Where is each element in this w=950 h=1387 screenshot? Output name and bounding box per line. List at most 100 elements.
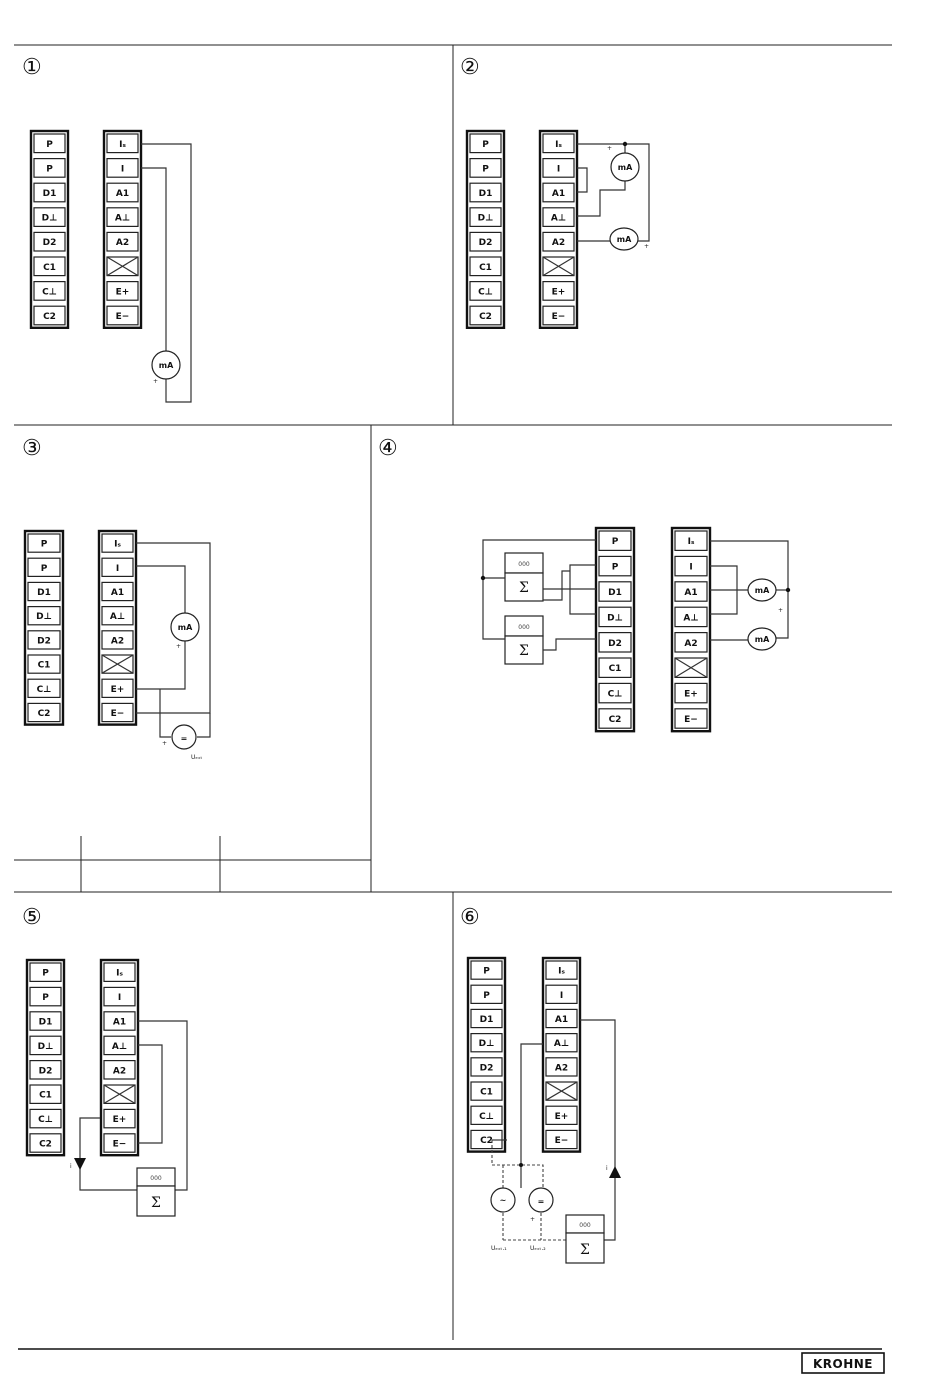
terminal-cell: [598, 657, 632, 678]
terminal-cell: [27, 557, 61, 578]
panel-4-number: ④: [378, 436, 398, 461]
terminal-cell: [33, 182, 66, 203]
dc-source-icon: [528, 1187, 554, 1213]
terminal-label: A1: [552, 189, 565, 199]
terminal-label: A2: [113, 1066, 126, 1076]
milliammeter-label: mA: [617, 235, 632, 244]
terminal-label: P: [46, 140, 53, 150]
junction-dot: [785, 587, 791, 593]
terminal-cell: [674, 631, 708, 653]
terminal-label: A2: [684, 639, 697, 649]
terminal-cell: [542, 231, 575, 252]
terminal-strip-frame: [594, 526, 636, 733]
terminal-cell: [470, 1057, 503, 1077]
milliammeter-label: mA: [178, 623, 193, 632]
terminal-label: P: [612, 537, 619, 547]
terminal-label: D1: [608, 588, 622, 598]
terminal-strip-frame: [29, 129, 70, 330]
terminal-label: D⊥: [479, 1039, 495, 1049]
terminal-label: D1: [39, 1018, 53, 1028]
plus-sign: +: [176, 643, 181, 650]
terminal-cell: [545, 1105, 578, 1125]
terminal-label: Iₛ: [688, 537, 695, 547]
terminal-cell: [27, 702, 61, 723]
terminal-label: C⊥: [42, 287, 57, 297]
terminal-cell: [103, 1059, 136, 1080]
terminal-label: D1: [43, 189, 57, 199]
terminal-strip-frame: [102, 129, 143, 330]
terminal-cell: [469, 207, 502, 228]
terminal-label: E−: [555, 1136, 569, 1146]
terminal-cell: [469, 305, 502, 326]
terminal-cell: [674, 708, 708, 729]
junction-dot: [480, 575, 486, 581]
terminal-label: A2: [116, 238, 129, 248]
terminal-label: I: [116, 564, 119, 574]
terminal-cell: [33, 305, 66, 326]
terminal-cell: [542, 305, 575, 326]
terminal-label: Iₛ: [114, 540, 121, 550]
terminal-cell: [106, 182, 139, 203]
terminal-label: A⊥: [683, 613, 698, 623]
terminal-cell: [545, 984, 578, 1005]
milliammeter-icon: [747, 627, 777, 651]
terminal-cell: [101, 702, 134, 723]
terminal-cell: [674, 682, 708, 704]
panel-5-wiring: i 000 Σ: [70, 1020, 188, 1217]
terminal-cell: [101, 557, 134, 578]
panel-3-wiring: mA + = + Uₑₓₜ: [136, 542, 211, 761]
terminal-label: D⊥: [607, 613, 623, 623]
terminal-label: C1: [39, 1091, 52, 1101]
terminal-label: D⊥: [42, 214, 58, 224]
terminal-label: C1: [609, 664, 622, 674]
terminal-label: C⊥: [37, 685, 52, 695]
current-label: i: [606, 1165, 608, 1172]
u-ext-label: Uₑₓₜ: [191, 754, 203, 761]
terminal-cell: [101, 533, 134, 553]
counter-digits: 000: [518, 624, 530, 631]
plus-sign: +: [153, 378, 158, 385]
terminal-cell: [542, 158, 575, 178]
terminal-strip-frame: [538, 129, 579, 330]
panel-6-number: ⑥: [460, 905, 480, 930]
milliammeter-icon: [610, 152, 640, 182]
terminal-label: A1: [684, 588, 697, 598]
terminal-label: A1: [111, 588, 124, 598]
terminal-cell: [27, 533, 61, 553]
unused-terminal-cross: [103, 1084, 136, 1104]
terminal-cell: [674, 581, 708, 602]
terminal-cell: [29, 1133, 62, 1153]
terminal-cell: [106, 207, 139, 228]
terminal-cell: [469, 133, 502, 154]
terminal-cell: [469, 281, 502, 301]
ac-source-icon: [490, 1187, 516, 1213]
milliammeter-icon: [151, 350, 181, 380]
terminal-cell: [545, 1032, 578, 1053]
terminal-cell: [469, 158, 502, 178]
unused-terminal-cross: [545, 1081, 578, 1101]
terminal-label: A1: [116, 189, 129, 199]
milliammeter-label: mA: [755, 635, 770, 644]
plus-sign: +: [162, 740, 167, 747]
milliammeter-icon: [747, 578, 777, 602]
terminal-cell: [103, 962, 136, 982]
terminal-label: C⊥: [38, 1115, 53, 1125]
terminal-cell: [598, 682, 632, 704]
terminal-label: Iₛ: [116, 969, 123, 979]
milliammeter-icon: [170, 612, 200, 642]
terminal-label: C⊥: [479, 1112, 494, 1122]
terminal-cell: [29, 962, 62, 982]
u-ext-2-label: Uₑₓₜ.₂: [530, 1245, 546, 1252]
terminal-label: D2: [479, 238, 493, 248]
current-label: i: [70, 1163, 72, 1170]
terminal-cell: [101, 678, 134, 699]
terminal-label: A⊥: [551, 214, 566, 224]
terminal-label: A2: [111, 636, 124, 646]
terminal-cell: [27, 605, 61, 626]
u-ext-1-label: Uₑₓₜ.₁: [491, 1245, 507, 1252]
dc-source-icon: [171, 724, 197, 750]
